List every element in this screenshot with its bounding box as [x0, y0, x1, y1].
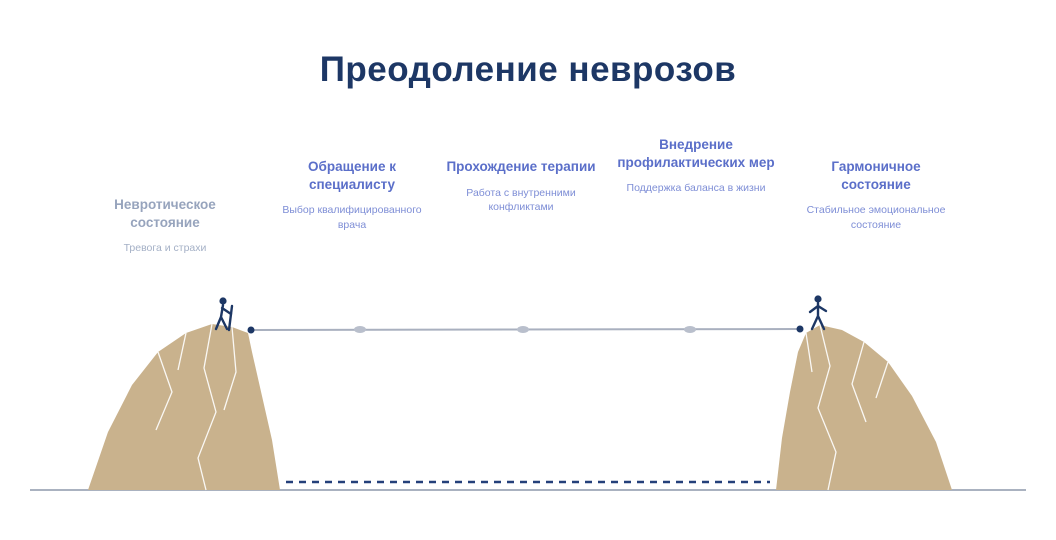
stage-subtitle: Работа с внутренними конфликтами [466, 186, 576, 214]
stage-column-see-specialist: Обращение к специалисту Выбор квалифицир… [272, 158, 432, 232]
stage-heading: Гармоничное состояние [831, 159, 921, 192]
stage-heading: Прохождение терапии [446, 159, 596, 174]
hiker-figure-left [214, 297, 234, 332]
stage-heading: Обращение к специалисту [308, 159, 396, 192]
stage-column-neurotic-state: Невротическое состояние Тревога и страхи [90, 196, 240, 256]
rope-anchor-right [796, 325, 804, 333]
left-mountain [88, 323, 280, 491]
stage-subtitle: Поддержка баланса в жизни [626, 182, 766, 195]
standing-figure-right [808, 295, 828, 331]
stage-heading: Внедрение профилактических мер [617, 137, 775, 170]
rope-marker [517, 326, 529, 333]
rope-marker [684, 326, 696, 333]
stage-subtitle: Тревога и страхи [123, 242, 207, 255]
rope-marker [354, 326, 366, 333]
stage-column-harmonious-state: Гармоничное состояние Стабильное эмоцион… [796, 158, 956, 232]
stage-column-therapy: Прохождение терапии Работа с внутренними… [446, 158, 596, 215]
right-mountain [776, 324, 952, 491]
rope-anchor-left [247, 326, 255, 334]
stage-subtitle: Стабильное эмоциональное состояние [806, 204, 946, 231]
stage-column-prevention: Внедрение профилактических мер Поддержка… [606, 136, 786, 196]
stage-subtitle: Выбор квалифицированного врача [282, 204, 422, 231]
stage-heading: Невротическое состояние [114, 197, 216, 230]
page-title: Преодоление неврозов [319, 50, 737, 89]
